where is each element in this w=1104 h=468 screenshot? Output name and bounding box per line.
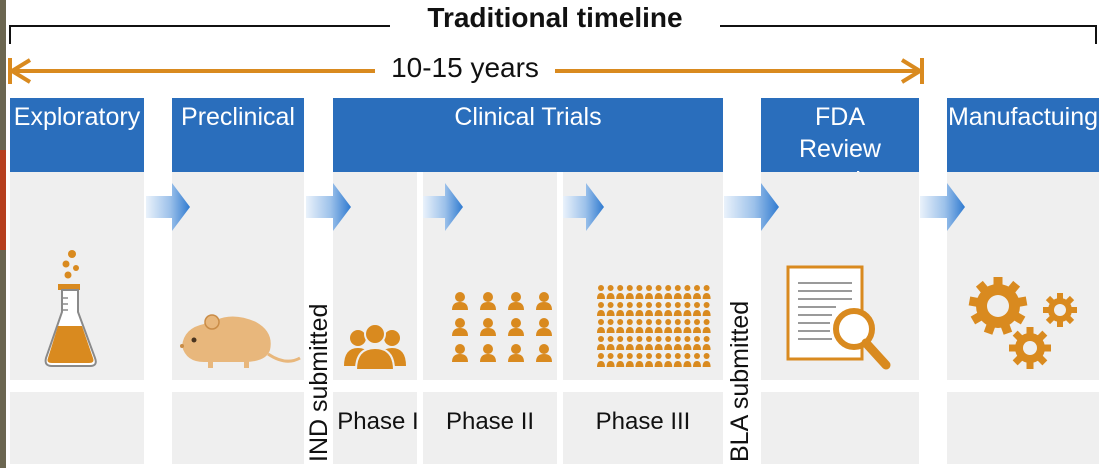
phase-2-label: Phase II xyxy=(445,408,535,435)
stage-exploratory: Exploratory xyxy=(10,98,144,172)
phase-1-label: Phase I xyxy=(337,408,419,435)
stage-clinical-label: Clinical Trials xyxy=(454,103,602,131)
document-magnifier-icon xyxy=(786,265,891,370)
stage-manufacturing: Manufactuing xyxy=(947,98,1099,172)
left-accent xyxy=(0,150,6,250)
flask-icon xyxy=(44,250,97,367)
duration-label: 10-15 years xyxy=(375,52,555,84)
gears-icon xyxy=(968,277,1077,369)
stage-manufacturing-label: Manufactuing xyxy=(947,103,1099,131)
stage-preclinical-label: Preclinical xyxy=(181,103,295,131)
people-grid-icon xyxy=(452,292,552,362)
stage-fda-label: FDA Review and Approval xyxy=(799,103,881,172)
crowd-grid-icon xyxy=(597,285,711,367)
phase-3-label: Phase III xyxy=(595,408,691,435)
stage-clinical-trials: Clinical Trials xyxy=(333,98,723,172)
stage-fda-review: FDA Review and Approval xyxy=(761,98,919,172)
stage-preclinical: Preclinical xyxy=(172,98,304,172)
mouse-icon xyxy=(180,314,301,368)
ind-submitted-label: IND submitted xyxy=(305,303,333,462)
group-icon xyxy=(344,323,406,371)
stage-exploratory-label: Exploratory xyxy=(13,103,141,131)
timeline-title: Traditional timeline xyxy=(390,2,720,34)
bla-submitted-label: BLA submitted xyxy=(726,300,754,462)
